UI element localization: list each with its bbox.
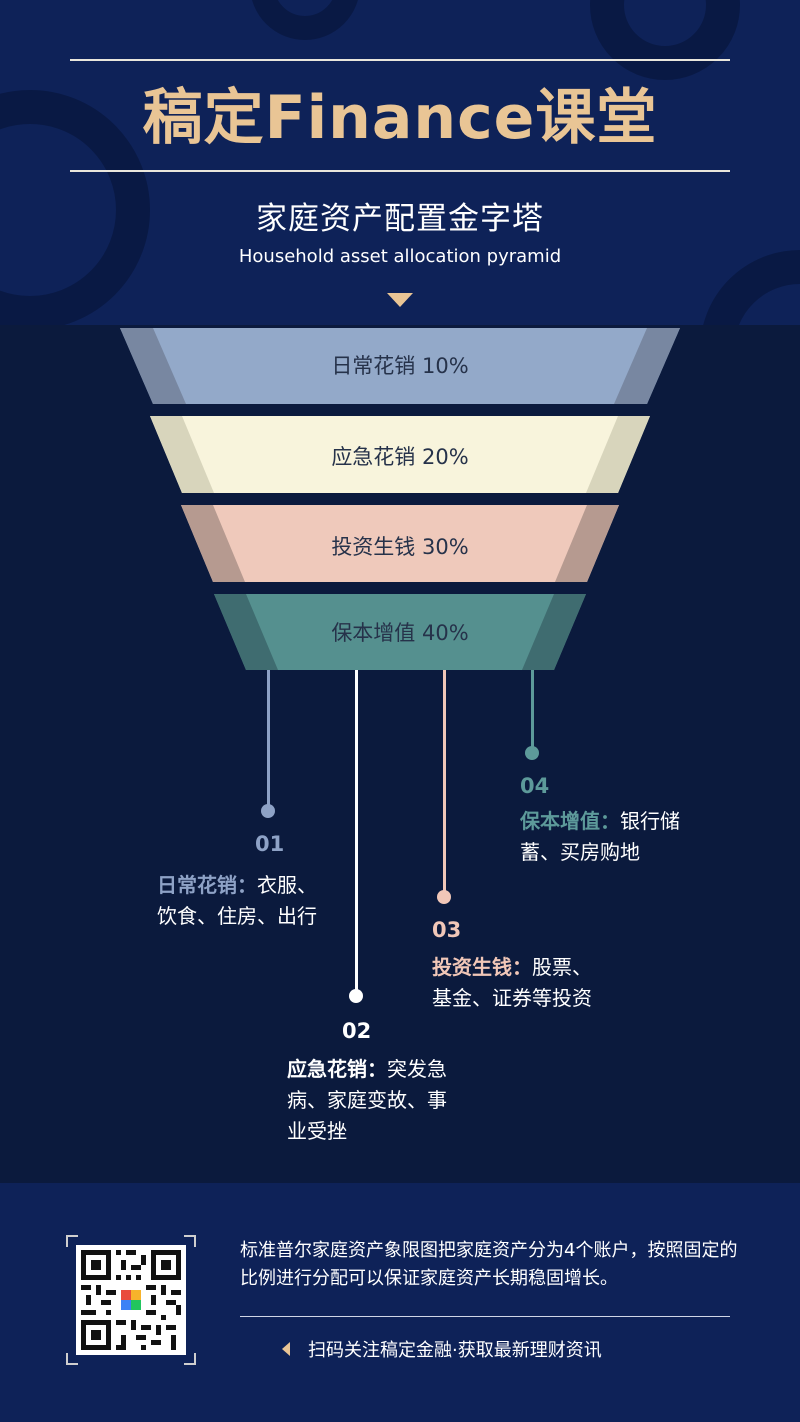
funnel-label-2: 应急花销 20% [331, 445, 469, 469]
callout-dot-2 [349, 989, 363, 1003]
callout-dot-3 [437, 890, 451, 904]
callout-line-1a: 衣服、 [257, 873, 317, 897]
bottom-divider [70, 170, 730, 172]
callout-text-4: 保本增值：银行储 蓄、买房购地 [520, 806, 720, 868]
caret-left-icon [282, 1342, 290, 1356]
callout-stem-4 [531, 670, 534, 748]
callout-key-4: 保本增值： [520, 809, 620, 833]
funnel-segment-2 [150, 416, 650, 493]
funnel-segment-3 [181, 505, 619, 582]
qr-code-icon [76, 1245, 186, 1355]
callout-line-4b: 蓄、买房购地 [520, 840, 640, 864]
funnel-label-1: 日常花销 10% [331, 354, 469, 378]
header-panel [0, 0, 800, 325]
frame-corner [184, 1235, 196, 1247]
callout-text-3: 投资生钱：股票、 基金、证券等投资 [432, 952, 632, 1014]
down-arrow-icon [387, 293, 413, 307]
footer-cta: 扫码关注稿定金融·获取最新理财资讯 [308, 1340, 602, 1361]
callout-key-2: 应急花销： [287, 1057, 387, 1081]
page-subtitle: Household asset allocation pyramid [238, 246, 562, 267]
callout-line-1b: 饮食、住房、出行 [157, 904, 317, 928]
callout-line-3b: 基金、证券等投资 [432, 986, 592, 1010]
funnel-segment-1 [120, 328, 680, 404]
funnel-label-3: 投资生钱 30% [331, 535, 469, 559]
qr-code-frame [66, 1235, 196, 1365]
callout-stem-3 [443, 670, 446, 892]
callout-line-2a: 突发急 [387, 1057, 447, 1081]
page-title: 家庭资产配置金字塔 [256, 201, 544, 237]
callout-dot-1 [261, 804, 275, 818]
frame-corner [184, 1353, 196, 1365]
frame-corner [66, 1353, 78, 1365]
callout-dot-4 [525, 746, 539, 760]
funnel-segment-4 [214, 594, 586, 670]
footer-divider [240, 1316, 730, 1317]
callout-text-1: 日常花销：衣服、 饮食、住房、出行 [157, 870, 357, 932]
callout-number-4: 04 [520, 774, 550, 798]
callout-key-3: 投资生钱： [432, 955, 532, 979]
callout-number-2: 02 [342, 1019, 372, 1043]
top-divider [70, 59, 730, 61]
callout-stem-2 [355, 670, 358, 990]
callout-line-2c: 业受挫 [287, 1119, 347, 1143]
callout-text-2: 应急花销：突发急 病、家庭变故、事 业受挫 [287, 1054, 487, 1147]
callout-stem-1 [267, 670, 270, 805]
allocation-funnel [120, 328, 680, 670]
callout-line-2b: 病、家庭变故、事 [287, 1088, 447, 1112]
callout-line-4a: 银行储 [620, 809, 680, 833]
callout-number-1: 01 [255, 832, 285, 856]
brand-title: 稿定Finance课堂 [142, 83, 658, 153]
qr-code[interactable] [76, 1245, 186, 1355]
funnel-label-4: 保本增值 40% [331, 621, 469, 645]
footer-description: 标准普尔家庭资产象限图把家庭资产分为4个账户，按照固定的比例进行分配可以保证家庭… [240, 1240, 738, 1289]
callout-number-3: 03 [432, 918, 462, 942]
frame-corner [66, 1235, 78, 1247]
callout-key-1: 日常花销： [157, 873, 257, 897]
callout-line-3a: 股票、 [532, 955, 592, 979]
